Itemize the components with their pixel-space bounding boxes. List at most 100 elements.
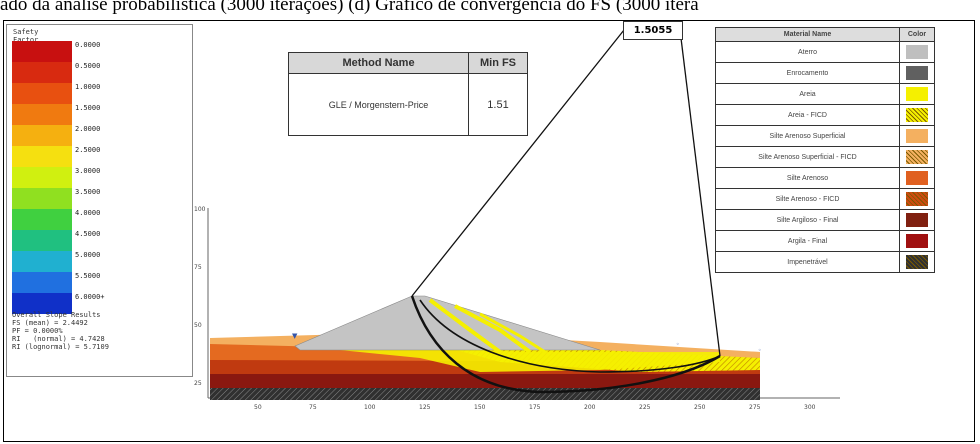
material-row: Argila - Final <box>715 230 935 252</box>
legend-label: 0.5000 <box>75 62 101 70</box>
legend-swatch <box>12 167 72 188</box>
min-fs-value: 1.51 <box>468 73 528 136</box>
legend-label: 4.0000 <box>75 209 101 217</box>
legend-swatch <box>12 209 72 230</box>
material-name: Impenetrável <box>715 251 900 273</box>
fs-leader-left <box>411 29 625 297</box>
min-fs-header: Min FS <box>468 52 528 74</box>
figure-frame <box>3 20 975 442</box>
material-row: Silte Argiloso - Final <box>715 209 935 231</box>
legend-label: 3.0000 <box>75 167 101 175</box>
overall-slope-results: Overall Slope Results FS (mean) = 2.4492… <box>12 311 109 351</box>
material-row: Enrocamento <box>715 62 935 84</box>
material-color-swatch <box>906 192 928 206</box>
legend-swatch <box>12 188 72 209</box>
critical-fs-label: 1.5055 <box>623 21 683 40</box>
material-name: Areia <box>715 83 900 105</box>
material-color-swatch <box>906 150 928 164</box>
material-row: Silte Arenoso Superficial - FICD <box>715 146 935 168</box>
x-tick-label: 50 <box>254 404 262 411</box>
material-color-swatch <box>906 87 928 101</box>
legend-label: 3.5000 <box>75 188 101 196</box>
y-tick-label: 25 <box>194 380 202 387</box>
drain-band-3 <box>479 312 546 354</box>
x-tick-label: 75 <box>309 404 317 411</box>
material-name: Areia - FICD <box>715 104 900 126</box>
x-tick-label: 200 <box>584 404 596 411</box>
legend-title: Safety Factor <box>13 28 39 44</box>
method-table: Method Name Min FS GLE / Morgenstern-Pri… <box>288 52 528 136</box>
legend-swatch <box>12 251 72 272</box>
x-tick-label: 125 <box>419 404 431 411</box>
legend-label: 1.0000 <box>75 83 101 91</box>
legend-label: 5.0000 <box>75 251 101 259</box>
material-name: Silte Arenoso Superficial <box>715 125 900 147</box>
critical-slip-surface <box>410 295 721 394</box>
legend-label: 6.0000+ <box>75 293 105 301</box>
material-row: Silte Arenoso Superficial <box>715 125 935 147</box>
x-tick-label: 225 <box>639 404 651 411</box>
fs-leader-right <box>679 29 721 357</box>
material-row: Areia - FICD <box>715 104 935 126</box>
material-row: Areia <box>715 83 935 105</box>
x-tick-label: 250 <box>694 404 706 411</box>
material-color-swatch <box>906 66 928 80</box>
y-tick-label: 50 <box>194 322 202 329</box>
safety-factor-legend: Safety Factor 0.0000 0.5000 1.0000 1.5000 2.… <box>6 24 193 377</box>
svg-text:▼: ▼ <box>292 332 298 340</box>
material-row: Silte Arenoso <box>715 167 935 189</box>
legend-swatch <box>12 146 72 167</box>
legend-swatch <box>12 41 72 62</box>
legend-swatch <box>12 230 72 251</box>
material-name: Silte Arenoso - FICD <box>715 188 900 210</box>
material-color-header: Color <box>899 27 935 42</box>
y-tick-label: 75 <box>194 264 202 271</box>
material-color-swatch <box>906 108 928 122</box>
method-header: Method Name <box>288 52 469 74</box>
x-tick-label: 175 <box>529 404 541 411</box>
embankment-fill <box>294 295 601 351</box>
legend-swatch <box>12 104 72 125</box>
material-name: Aterro <box>715 41 900 63</box>
legend-label: 4.5000 <box>75 230 101 238</box>
material-row: Aterro <box>715 41 935 63</box>
drain-band-2 <box>454 304 532 354</box>
material-name: Argila - Final <box>715 230 900 252</box>
material-row: Impenetrável <box>715 251 935 273</box>
material-color-swatch <box>906 129 928 143</box>
legend-label: 0.0000 <box>75 41 101 49</box>
legend-swatch <box>12 62 72 83</box>
drain-band-1 <box>428 298 502 354</box>
legend-swatch <box>12 293 72 314</box>
material-row: Silte Arenoso - FICD <box>715 188 935 210</box>
figure-caption: ado da análise probabilística (3000 iter… <box>0 0 699 15</box>
legend-swatch <box>12 83 72 104</box>
legend-label: 1.5000 <box>75 104 101 112</box>
legend-swatch <box>12 125 72 146</box>
material-name: Enrocamento <box>715 62 900 84</box>
material-color-swatch <box>906 45 928 59</box>
legend-label: 2.5000 <box>75 146 101 154</box>
slip-surface-2 <box>419 299 721 373</box>
material-color-swatch <box>906 213 928 227</box>
material-color-swatch <box>906 255 928 269</box>
material-color-swatch <box>906 171 928 185</box>
x-tick-label: 150 <box>474 404 486 411</box>
x-tick-label: 100 <box>364 404 376 411</box>
legend-label: 5.5000 <box>75 272 101 280</box>
material-name: Silte Arenoso Superficial - FICD <box>715 146 900 168</box>
svg-text:◦: ◦ <box>676 341 680 348</box>
legend-swatch <box>12 272 72 293</box>
legend-label: 2.0000 <box>75 125 101 133</box>
material-name: Silte Argiloso - Final <box>715 209 900 231</box>
material-name-header: Material Name <box>715 27 900 42</box>
material-name: Silte Arenoso <box>715 167 900 189</box>
material-color-swatch <box>906 234 928 248</box>
method-name: GLE / Morgenstern-Price <box>288 73 469 136</box>
x-tick-label: 275 <box>749 404 761 411</box>
svg-text:◦: ◦ <box>758 347 762 354</box>
impenetrable-layer <box>210 388 760 400</box>
x-tick-label: 300 <box>804 404 816 411</box>
